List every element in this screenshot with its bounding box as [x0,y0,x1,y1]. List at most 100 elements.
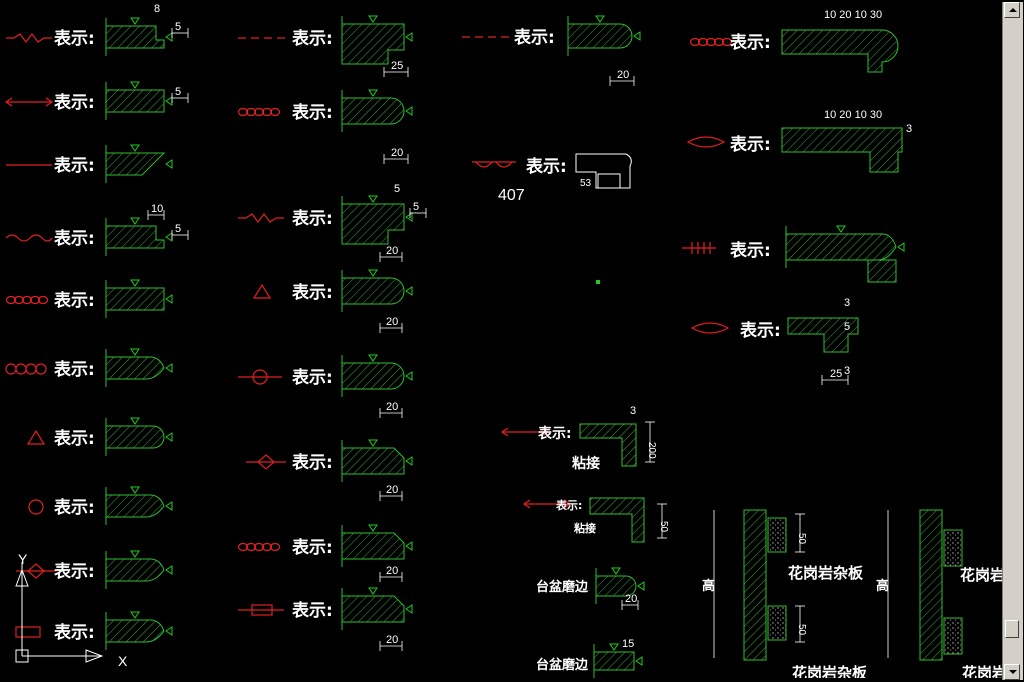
section-inner [597,173,621,189]
dimension-label: 20 [617,69,629,81]
dimension-label: 5 [394,183,400,195]
edge-symbol-diamond [257,454,275,470]
granite-block-2 [767,605,787,641]
edge-symbol-arrow-small-head [522,499,531,509]
stone-profile-col3-1 [567,23,633,49]
profile-direction-marker [405,286,413,296]
profile-direction-marker [165,294,173,304]
profile-top-marker [368,89,378,97]
stone-profile-8 [105,494,165,518]
edge-symbol-beads [37,295,49,305]
arrow-up-icon[interactable] [1004,2,1020,18]
profile-top-marker [368,15,378,23]
detail-number-label: 407 [498,187,525,204]
height-label: 高 [876,578,889,594]
label-text: 表示: [292,367,333,388]
label-text: 表示: [526,156,567,177]
edge-symbol-beads [689,37,701,47]
dimension-label: 3 [844,365,850,377]
ucs-x-label: X [118,653,128,669]
label-text: 表示: [54,155,95,176]
section-outline [575,153,632,189]
label-text: 表示: [54,290,95,311]
edge-symbol-arrow-head [45,97,54,107]
edge-symbol-circles [5,363,17,375]
stone-profile-col2-1 [341,23,405,65]
ucs-y-arrow [15,568,29,587]
edge-symbol-triangle [252,283,272,299]
profile-direction-marker [633,31,641,41]
edge-symbol-wave [5,234,53,242]
dimension-label: 3 [630,405,636,417]
stone-profile-col4-2 [781,127,903,173]
dimension-label: 20 [386,245,398,257]
profile-top-marker [130,348,140,356]
dimension-label: 5 [175,223,181,235]
profile-top-marker [130,217,140,225]
label-text: 表示: [514,27,555,48]
dimension-label: 50 [658,521,669,533]
dimension-label: 5 [175,86,181,98]
profile-top-marker [130,550,140,558]
ucs-x-arrow [85,649,104,663]
edge-symbol-circles [25,363,37,375]
label-text: 表示: [54,359,95,380]
dimension-label: 20 [386,401,398,413]
edge-symbol-zigzag [6,33,52,43]
label-text: 表示: [730,240,771,261]
label-text: 表示: [292,102,333,123]
profile-direction-marker [405,604,413,614]
label-text: 表示: [292,600,333,621]
dimension-label: 25 [391,60,403,72]
basin-edge-profile-1 [595,575,637,597]
dimension-label: 5 [175,21,181,33]
wall-section-2 [919,509,943,661]
profile-direction-marker [405,456,413,466]
edge-symbol-beads [237,542,249,552]
dimension-label: 20 [386,484,398,496]
stone-profile-col4-1 [781,29,899,73]
dimension-label: 20 [386,634,398,646]
dimension-label: 20 [625,593,637,605]
profile-top-marker [130,81,140,89]
label-text: 表示: [292,452,333,473]
stone-profile-6 [105,356,165,380]
dimension-label: 20 [391,147,403,159]
granite-block-3 [943,529,963,567]
profile-top-marker [609,643,619,651]
edge-symbol-beads [721,37,733,47]
vertical-scrollbar[interactable] [1002,2,1023,680]
scroll-thumb[interactable] [1005,620,1019,638]
stone-profile-col2-2 [341,97,405,125]
edge-symbol-beads [29,295,41,305]
profile-direction-marker [635,656,643,666]
label-text: 表示: [54,497,95,518]
stone-profile-col2-6 [341,447,405,475]
dimension-label: 20 [386,565,398,577]
arrow-down-icon[interactable] [1004,664,1020,680]
edge-symbol-beads [261,107,273,117]
edge-symbol-beads [21,295,33,305]
stone-profile-col2-8 [341,595,405,623]
dimension-label: 10 20 10 30 [824,109,882,121]
profile-direction-marker [637,581,645,591]
edge-symbol-beads [713,37,725,47]
edge-symbol-cup [472,161,516,168]
label-text: 表示: [292,282,333,303]
stone-profile-7 [105,425,165,449]
edge-symbol-beads [261,542,273,552]
label-text: 表示: [292,537,333,558]
profile-top-marker [130,611,140,619]
height-label: 高 [702,578,715,594]
edge-symbol-arrow-head [4,97,13,107]
label-text: 表示: [537,425,572,442]
dimension-label: 5 [413,201,419,213]
edge-symbol-octagon [28,499,44,515]
stone-profile-col2-4 [341,277,405,305]
profile-direction-marker [165,32,173,42]
label-text: 表示: [292,28,333,49]
edge-symbol-circles [35,363,47,375]
edge-symbol-beads [697,37,709,47]
edge-symbol-triangle [26,429,46,445]
